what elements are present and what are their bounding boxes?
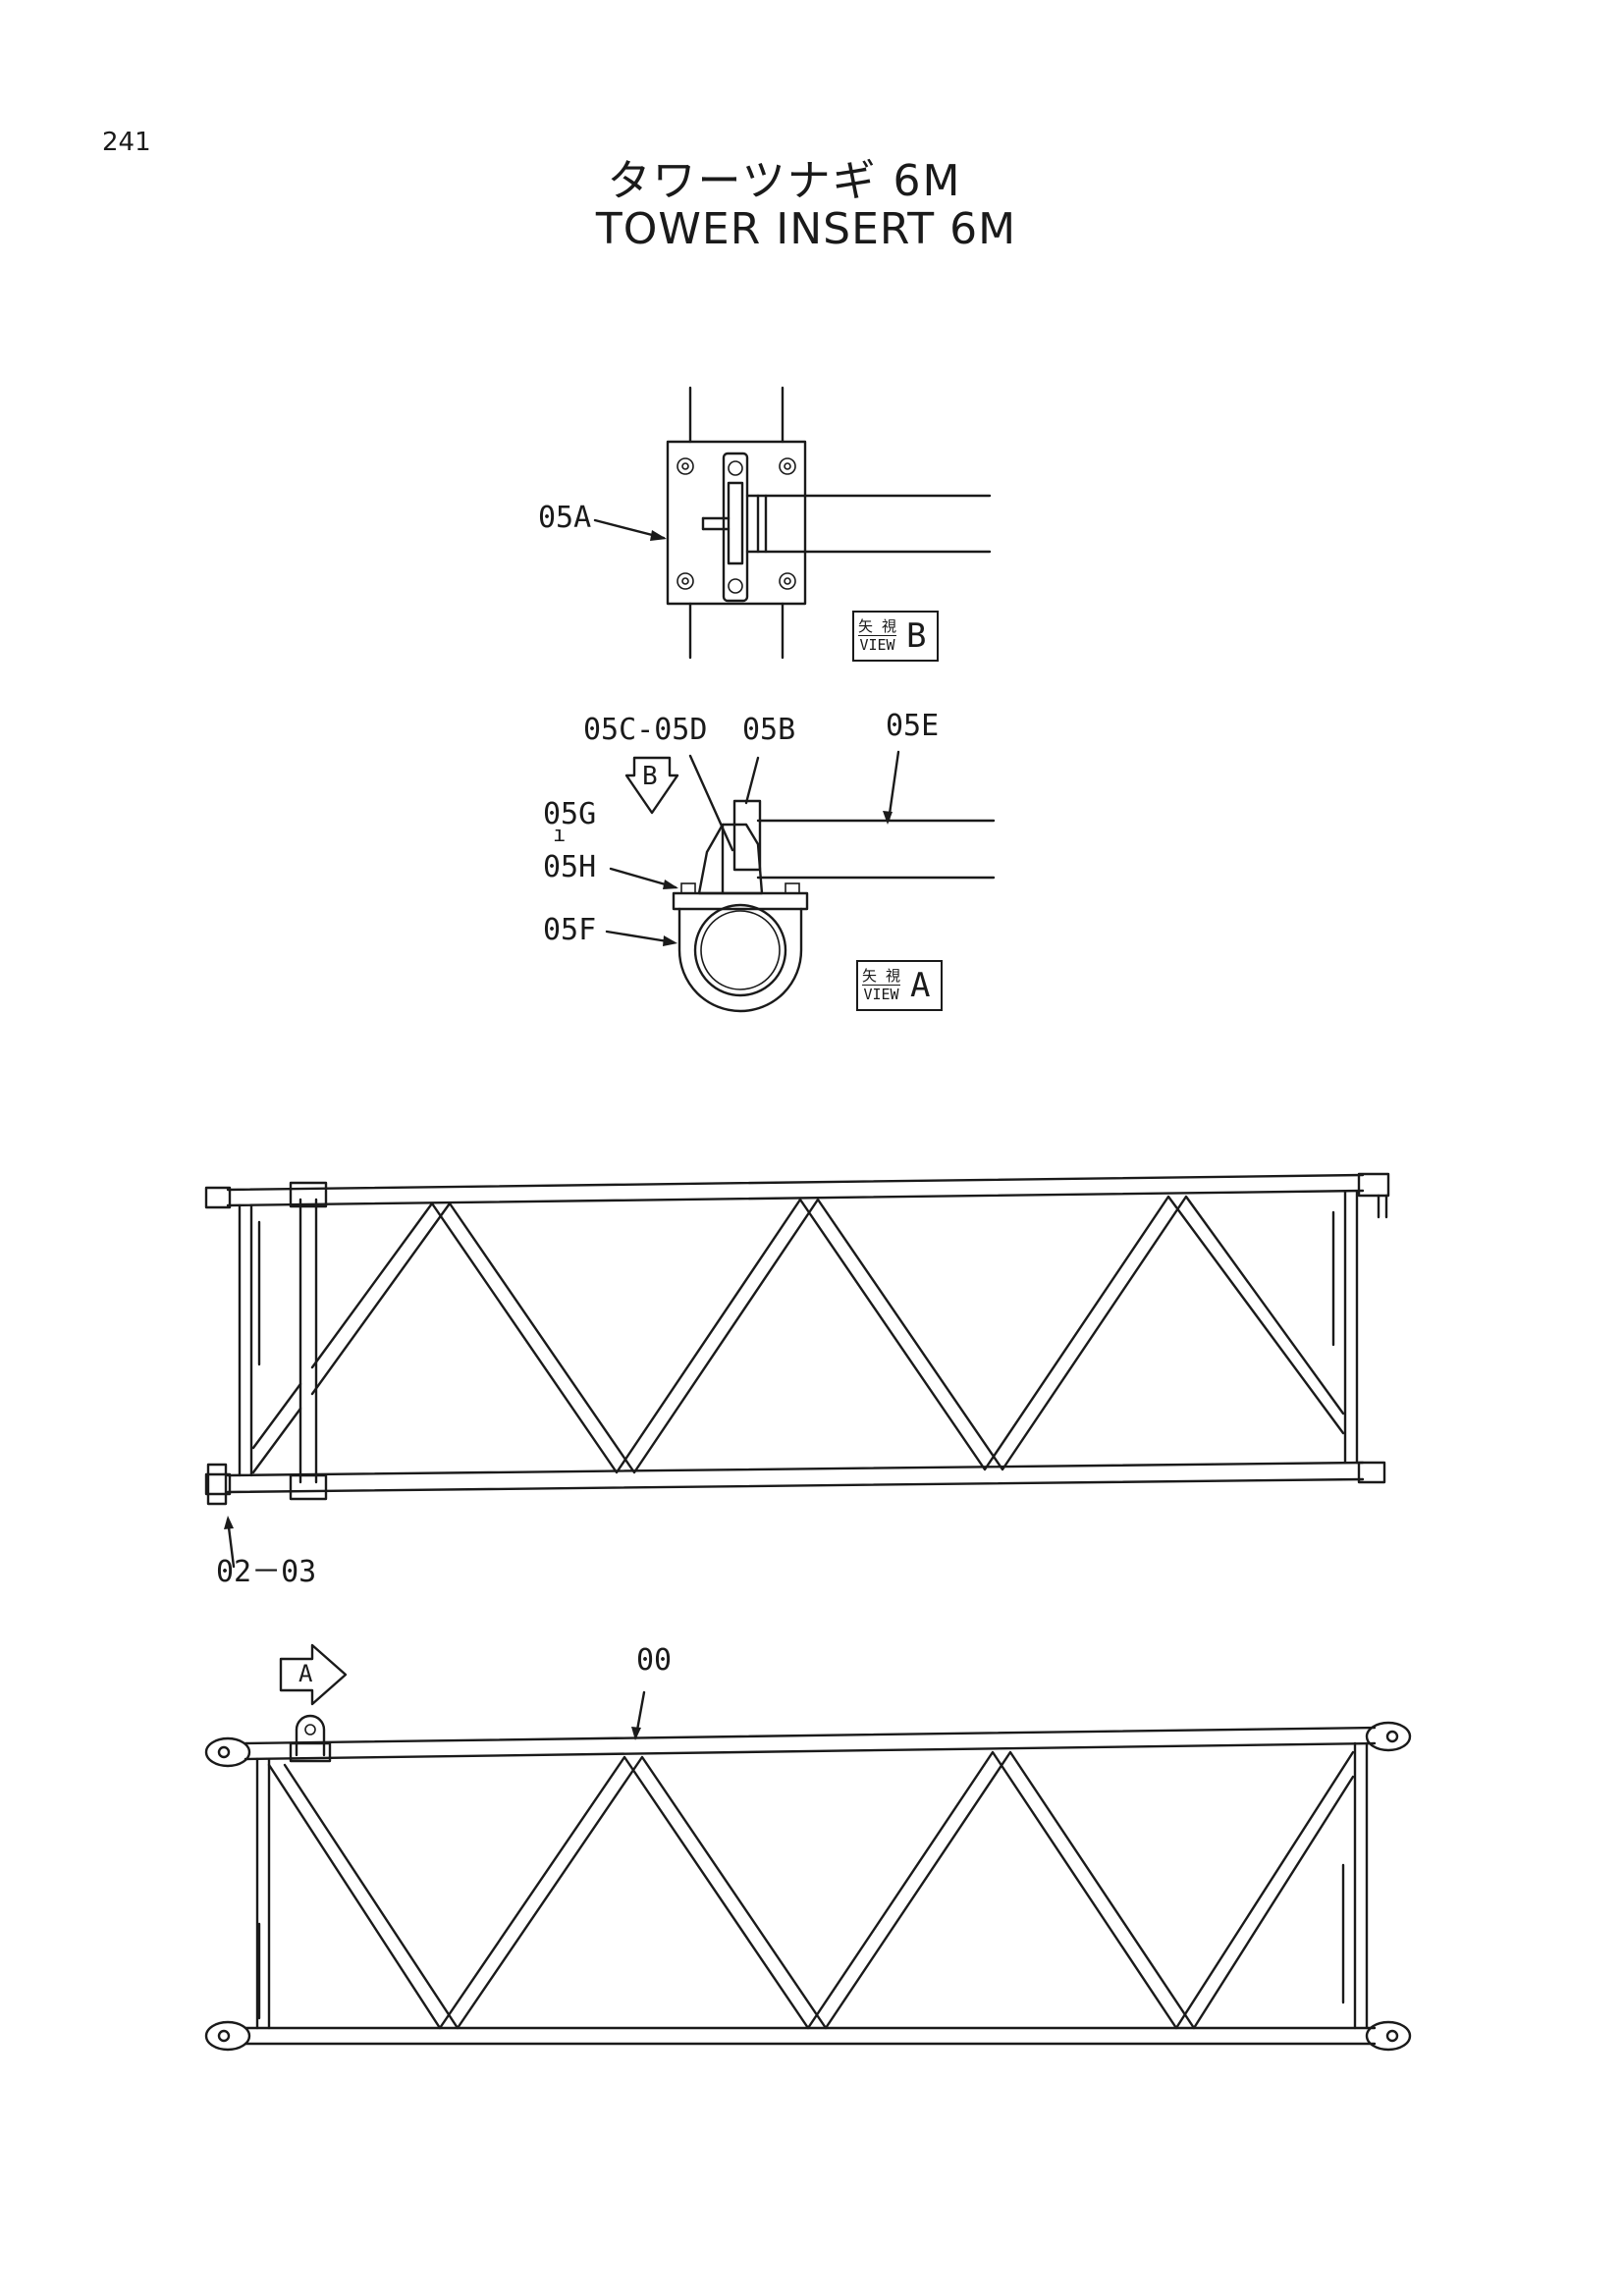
arrow-b-letter: B [642, 762, 658, 791]
view-b-detail [593, 386, 992, 660]
tower-insert-truss-top-view [204, 1172, 1390, 1569]
view-b-en: VIEW [859, 636, 895, 654]
view-a-jp: 矢 視 [862, 967, 901, 986]
callout-05c-05d: 05C-05D [583, 713, 708, 747]
callout-00: 00 [636, 1643, 673, 1678]
tower-insert-truss-side-view [204, 1643, 1412, 2052]
callout-05g-range-mark: ı [553, 823, 567, 847]
view-b-label: 矢 視 VIEW B [852, 611, 939, 662]
view-a-detail [605, 750, 996, 1013]
callout-05g: 05G [543, 797, 597, 831]
view-a-label: 矢 視 VIEW A [856, 960, 943, 1011]
title-japanese: タワーツナギ 6M [607, 156, 962, 206]
callout-02-03: 02－03 [216, 1555, 317, 1589]
view-b-jp: 矢 視 [858, 617, 897, 636]
view-a-letter: A [910, 966, 931, 1005]
view-a-en: VIEW [863, 986, 899, 1003]
arrow-a-letter: A [298, 1660, 313, 1687]
callout-05a: 05A [538, 501, 592, 535]
title-english: TOWER INSERT 6M [595, 204, 1017, 254]
callout-05h: 05H [543, 850, 597, 884]
callout-05e: 05E [886, 709, 940, 743]
callout-05b: 05B [742, 713, 796, 747]
page-number: 241 [102, 128, 151, 157]
callout-05f: 05F [543, 913, 597, 947]
view-b-letter: B [906, 616, 927, 656]
